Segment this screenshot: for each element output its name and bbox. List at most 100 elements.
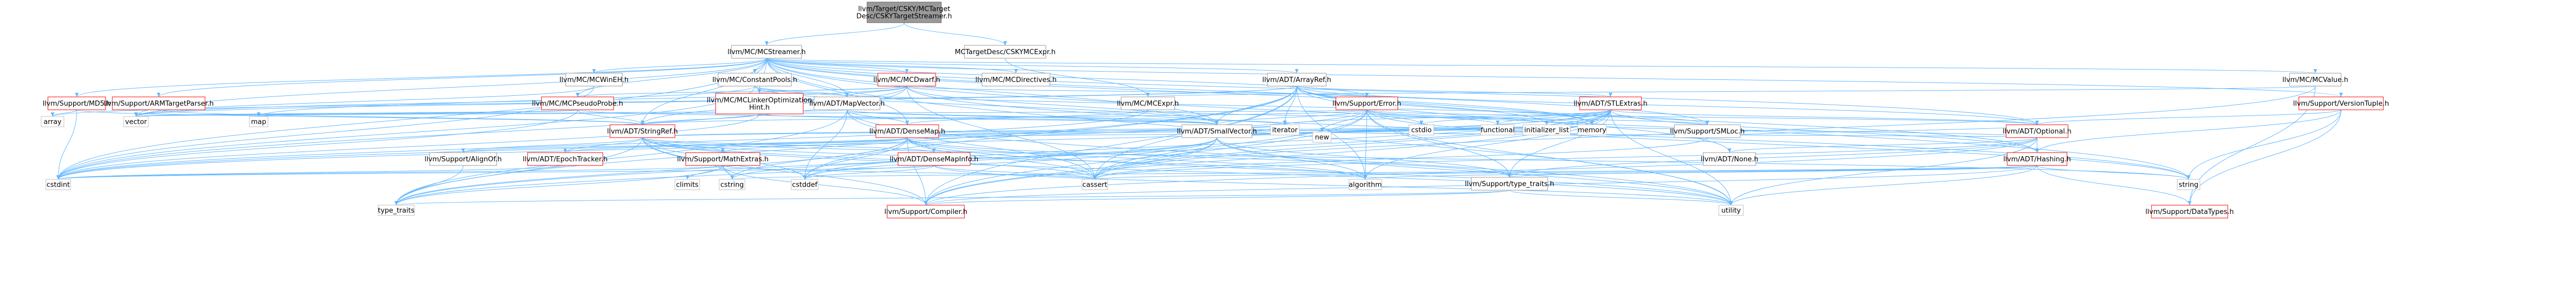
edge-smallvector-to-typetraits_sup [1216, 137, 1510, 178]
edge-arrowhead [592, 69, 596, 73]
node-label: new [1315, 134, 1329, 142]
edge-arrowhead [157, 93, 161, 97]
node-iterator: iterator [1270, 124, 1300, 136]
node-label: llvm/ADT/MapVector.h [809, 100, 885, 108]
node-label: Hint.h [749, 104, 770, 112]
edge-arrowhead [1365, 93, 1369, 97]
node-box [1181, 124, 1252, 138]
edge-densemap-to-mathextras [722, 137, 908, 153]
edge-arrowhead [640, 121, 645, 125]
edge-stlextras-to-cassert [1094, 109, 1611, 180]
node-box [112, 96, 206, 110]
edge-supporterror-to-functional [1366, 109, 1498, 125]
node-stringref[interactable]: llvm/ADT/StringRef.h [607, 124, 678, 138]
node-mcexpr[interactable]: llvm/MC/MCExpr.h [1117, 96, 1179, 110]
node-cskymcexpr[interactable]: MCTargetDesc/CSKYMCExpr.h [955, 45, 1056, 59]
edge-supporterror-to-utility [1366, 109, 1732, 206]
node-epochtracker[interactable]: llvm/ADT/EpochTracker.h [523, 152, 608, 166]
node-arrayref[interactable]: llvm/ADT/ArrayRef.h [1262, 73, 1331, 87]
node-root[interactable]: llvm/Target/CSKY/MCTargetDesc/CSKYTarget… [856, 2, 952, 23]
node-label: llvm/ADT/EpochTracker.h [523, 156, 608, 163]
dependency-edge [577, 109, 645, 125]
edge-arrowhead [2313, 69, 2317, 73]
node-armtargetparser[interactable]: llvm/Support/ARMTargetParser.h [104, 96, 214, 110]
node-mapvector[interactable]: llvm/ADT/MapVector.h [809, 96, 885, 110]
node-label: llvm/MC/MCStreamer.h [727, 48, 806, 56]
node-supportsmloc[interactable]: llvm/Support/SMLoc.h [1670, 124, 1745, 138]
node-optional[interactable]: llvm/ADT/Optional.h [2003, 124, 2072, 138]
node-mcpseudoprobe[interactable]: llvm/MC/MCPseudoProbe.h [532, 96, 623, 110]
node-label: llvm/MC/ConstantPools.h [713, 76, 798, 84]
node-adtnone[interactable]: llvm/ADT/None.h [1701, 152, 1758, 166]
dependency-edge [845, 86, 907, 97]
edge-densemap-to-cassert [907, 137, 1095, 180]
edge-supporterror-to-optional [1366, 109, 2038, 125]
edge-supporterror-to-new [1321, 109, 1367, 132]
edge-densemap-to-cstddef [804, 137, 908, 180]
edge-mcdwarf-to-mapvector [846, 86, 907, 97]
node-mathextras[interactable]: llvm/Support/MathExtras.h [677, 152, 769, 166]
node-label: array [44, 119, 62, 126]
node-typetraits_sup[interactable]: llvm/Support/type_traits.h [1465, 177, 1554, 191]
edge-smallvector-to-algorithm [1216, 137, 1366, 180]
node-box [1522, 124, 1571, 136]
edge-stlextras-to-algorithm [1365, 109, 1611, 180]
edge-mcdwarf-to-smallvector [906, 86, 1217, 125]
dependency-edge [75, 58, 767, 97]
edge-arrowhead [2035, 121, 2039, 125]
node-versiontuple[interactable]: llvm/Support/VersionTuple.h [2293, 96, 2389, 110]
node-mcwinemh[interactable]: llvm/MC/MCWinEH.h [560, 73, 629, 87]
edge-stlextras-to-typetraits_sup [1509, 109, 1611, 178]
node-smallvector[interactable]: llvm/ADT/SmallVector.h [1177, 124, 1257, 138]
node-box [981, 73, 1050, 87]
node-label: climits [676, 181, 699, 189]
node-alignof[interactable]: llvm/Support/AlignOf.h [425, 152, 502, 166]
node-initializer_list: initializer_list [1522, 124, 1571, 136]
edge-arrowhead [1590, 121, 1594, 125]
node-hashing[interactable]: llvm/ADT/Hashing.h [2003, 152, 2071, 166]
edge-constantpools-to-supportsmloc [754, 86, 1708, 125]
node-mcdwarf[interactable]: llvm/MC/MCDwarf.h [873, 73, 940, 87]
node-supporterror[interactable]: llvm/Support/Error.h [1332, 96, 1401, 110]
node-stlextras[interactable]: llvm/ADT/STLExtras.h [1573, 96, 1648, 110]
node-datatypes[interactable]: llvm/Support/DataTypes.h [2145, 205, 2234, 219]
node-compiler[interactable]: llvm/Support/Compiler.h [884, 205, 968, 219]
node-box [1577, 124, 1607, 136]
edge-stlextras-to-optional [1610, 109, 2038, 125]
edge-densemapinfo-to-cstdint [58, 165, 935, 180]
node-label: llvm/MC/MCWinEH.h [560, 76, 629, 84]
edge-arrowhead [2339, 93, 2343, 97]
node-constantpools[interactable]: llvm/MC/ConstantPools.h [713, 73, 798, 87]
node-label: llvm/Support/VersionTuple.h [2293, 100, 2389, 108]
node-label: map [251, 119, 266, 126]
node-mcstreamer[interactable]: llvm/MC/MCStreamer.h [727, 45, 806, 59]
dependency-edge [640, 109, 1367, 125]
node-box [249, 116, 268, 127]
edge-supportsmloc-to-cassert [1094, 137, 1708, 180]
node-densemap[interactable]: llvm/ADT/DenseMap.h [869, 124, 945, 138]
node-label: llvm/MC/MCExpr.h [1117, 100, 1179, 108]
node-mcvalue[interactable]: llvm/MC/MCValue.h [2282, 73, 2348, 87]
edge-arrowhead [1014, 69, 1018, 73]
edge-arrowhead [1093, 175, 1097, 179]
edge-mclinetable-to-stringref [642, 113, 760, 125]
edge-supporterror-to-typetraits_sup [1366, 109, 1510, 178]
edge-mcstreamer-to-stringref [642, 58, 767, 125]
node-supportmd5[interactable]: llvm/Support/MD5.h [43, 96, 111, 110]
edge-mcstreamer-to-mcwinemh [594, 58, 767, 74]
dependency-edge [1509, 190, 1733, 206]
node-mcdirectives[interactable]: llvm/MC/MCDirectives.h [975, 73, 1057, 87]
node-utility: utility [1718, 205, 1744, 216]
node-densemapinfo[interactable]: llvm/ADT/DenseMapInfo.h [890, 152, 978, 166]
edge-arrowhead [721, 148, 725, 153]
edge-mcdwarf-to-vector [135, 86, 907, 117]
node-label: llvm/MC/MCDwarf.h [873, 76, 940, 84]
edge-densemap-to-compiler [907, 137, 926, 206]
edge-arrowhead [1729, 201, 1733, 205]
node-label: llvm/Support/MathExtras.h [677, 156, 769, 163]
dependency-edge [1296, 86, 1613, 97]
dependency-edge [158, 109, 645, 125]
node-box [1312, 131, 1332, 143]
